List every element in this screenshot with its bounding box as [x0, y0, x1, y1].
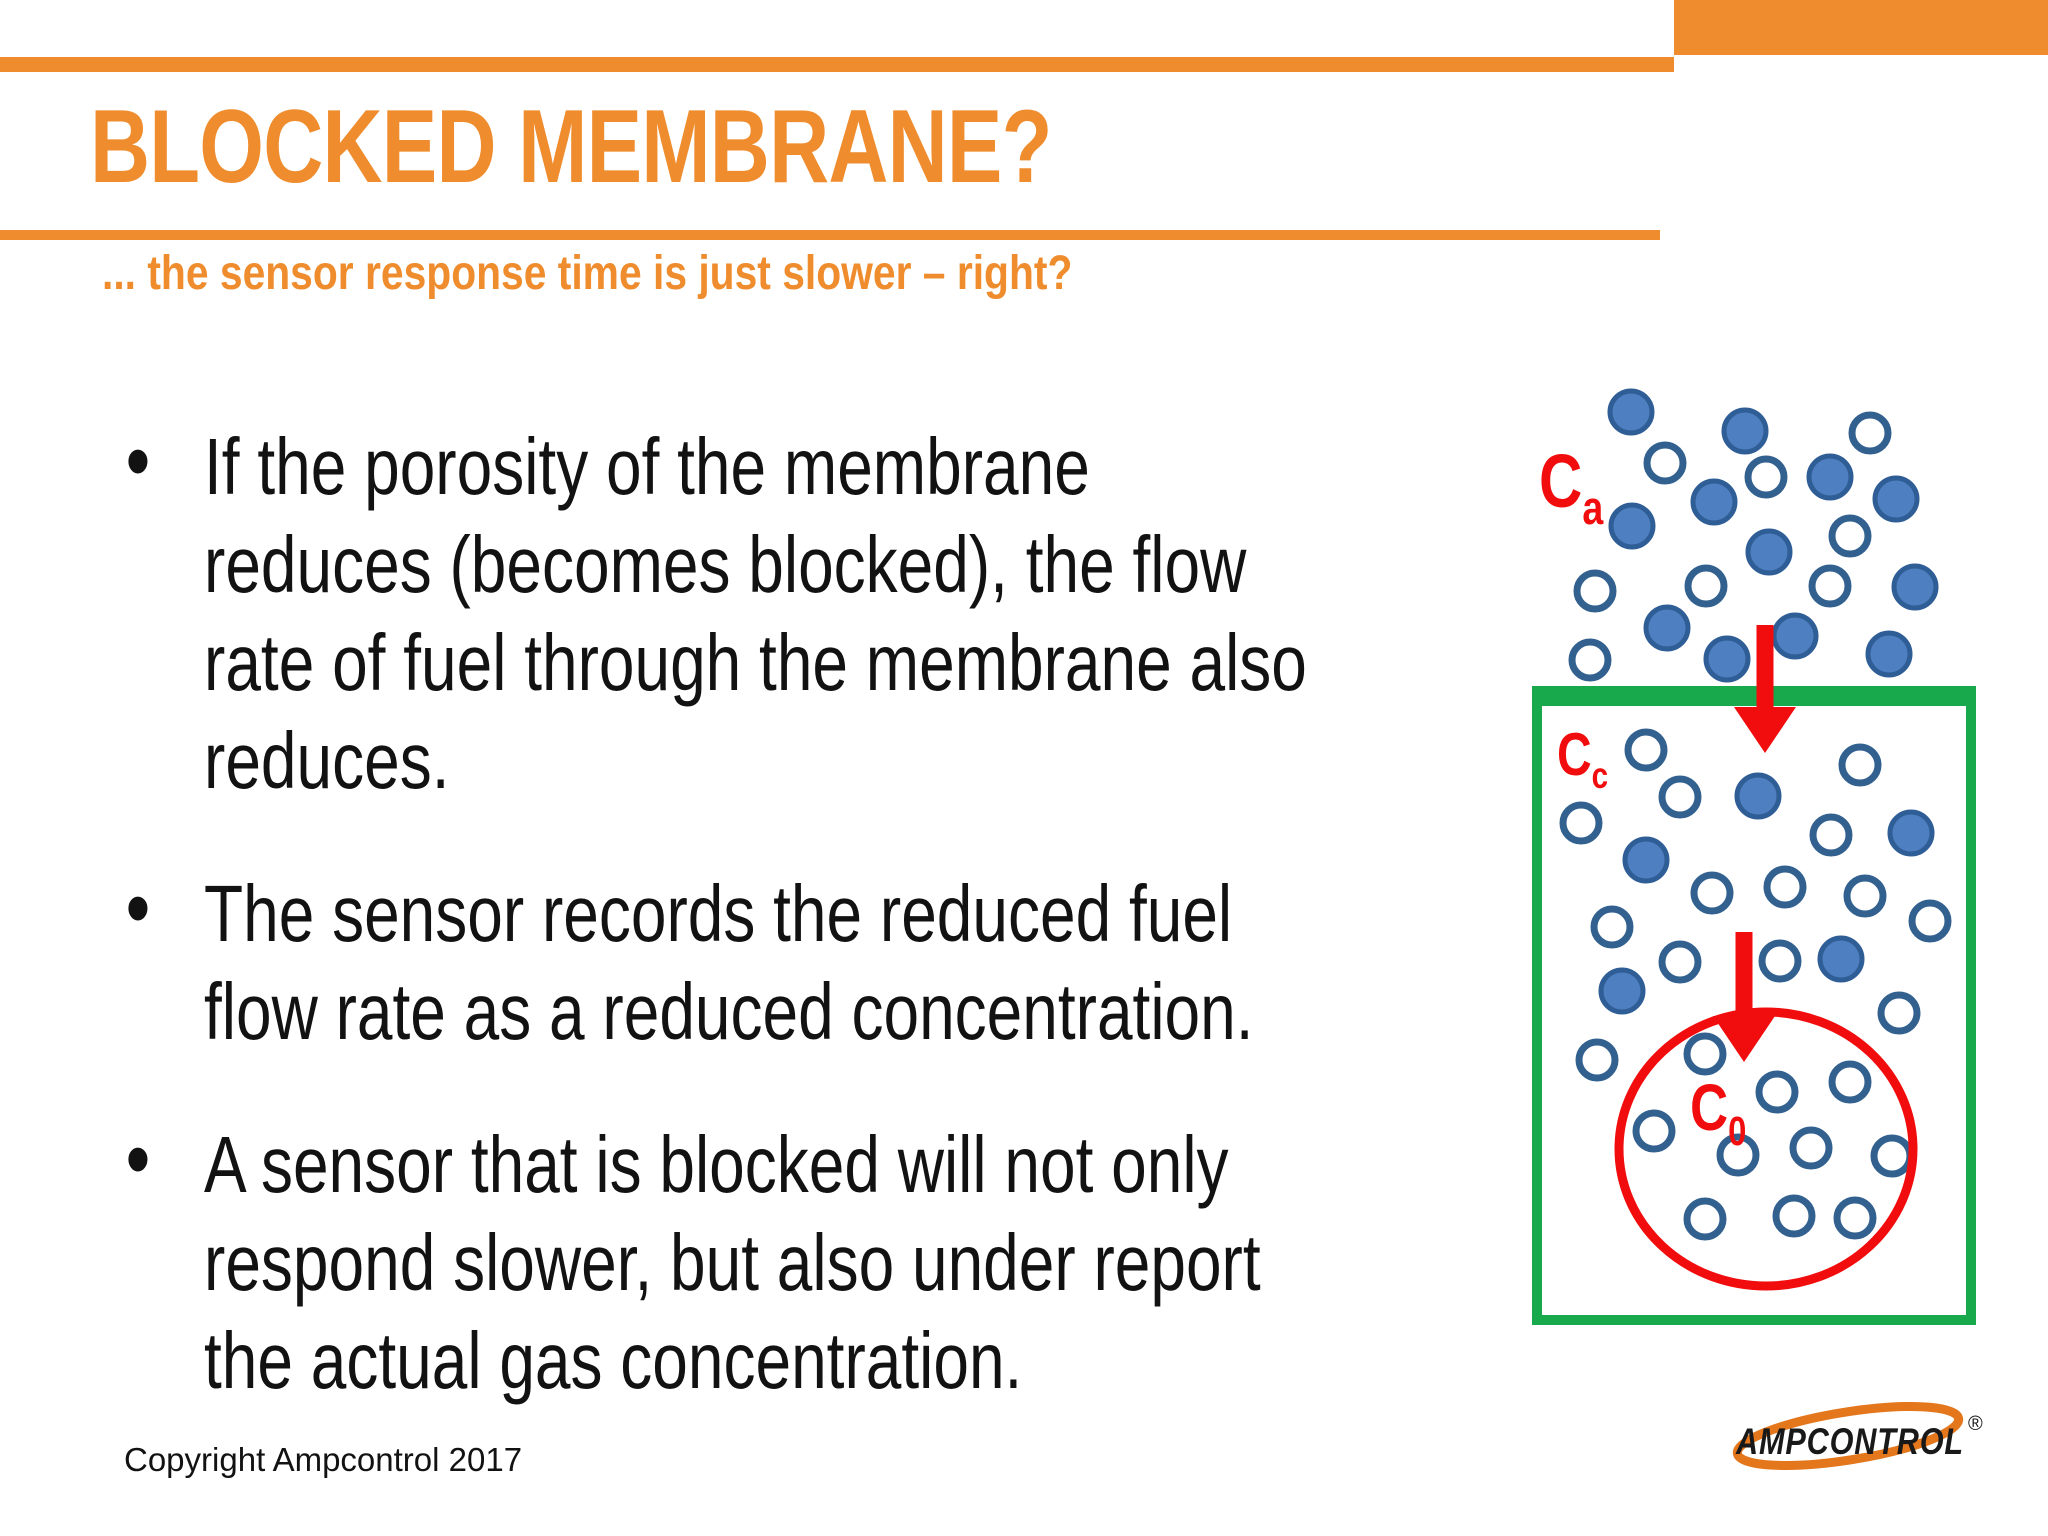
open-molecule-dot — [1772, 1194, 1816, 1238]
filled-molecule-dot — [1806, 453, 1854, 501]
top-accent-bar — [0, 57, 1674, 72]
bullet-marker: • — [125, 858, 151, 957]
filled-molecule-dot — [1598, 967, 1646, 1015]
filled-molecule-dot — [1643, 604, 1691, 652]
filled-molecule-dot — [1622, 836, 1670, 884]
label-ca: Ca — [1539, 441, 1604, 535]
open-molecule-dot — [1575, 1038, 1619, 1082]
filled-molecule-dot — [1690, 478, 1738, 526]
open-molecule-dot — [1908, 899, 1952, 943]
open-molecule-dot — [1755, 1070, 1799, 1114]
bullet-item: • If the porosity of the membrane reduce… — [108, 412, 1516, 810]
page-title: BLOCKED MEMBRANE? — [90, 89, 1052, 205]
page-subtitle: ... the sensor response time is just slo… — [102, 247, 1073, 300]
filled-molecule-dot — [1703, 635, 1751, 683]
logo-swoosh — [1732, 1402, 1964, 1470]
open-molecule-dot — [1758, 939, 1802, 983]
open-molecule-dot — [1833, 1196, 1877, 1240]
filled-molecule-dot — [1607, 388, 1655, 436]
open-molecule-dot — [1684, 564, 1728, 608]
open-molecule-dot — [1658, 775, 1702, 819]
copyright-text: Copyright Ampcontrol 2017 — [124, 1441, 523, 1478]
open-molecule-dot — [1716, 1133, 1760, 1177]
open-molecule-dot — [1763, 865, 1807, 909]
logo-text: AMPCONTROL — [1735, 1421, 1964, 1462]
filled-molecule-dot — [1887, 809, 1935, 857]
filled-molecule-dot — [1771, 612, 1819, 660]
open-molecule-dot — [1848, 411, 1892, 455]
open-molecule-dot — [1828, 514, 1872, 558]
filled-molecule-dot — [1608, 502, 1656, 550]
open-molecule-dot — [1559, 801, 1603, 845]
title-divider — [0, 230, 1660, 240]
bullet-item: • A sensor that is blocked will not only… — [108, 1110, 1516, 1410]
open-molecule-dot — [1843, 874, 1887, 918]
flow-arrow — [1734, 625, 1796, 753]
filled-molecule-dot — [1745, 528, 1793, 576]
filled-molecule-dot — [1734, 772, 1782, 820]
registered-mark: ® — [1968, 1413, 1983, 1435]
bullet-item: • The sensor records the reduced fuel fl… — [108, 859, 1516, 1061]
open-molecule-dot — [1870, 1134, 1914, 1178]
filled-molecule-dot — [1891, 563, 1939, 611]
open-molecule-dot — [1809, 813, 1853, 857]
filled-molecule-dot — [1872, 475, 1920, 523]
ampcontrol-logo: AMPCONTROL ® — [1732, 1402, 1983, 1470]
bullet-marker: • — [125, 411, 151, 510]
open-molecule-dot — [1828, 1060, 1872, 1104]
filled-molecule-dot — [1817, 935, 1865, 983]
open-molecule-dot — [1683, 1032, 1727, 1076]
open-molecule-dot — [1590, 905, 1634, 949]
bullet-text: If the porosity of the membrane reduces … — [204, 422, 1307, 805]
label-c0: C0 — [1690, 1070, 1746, 1153]
open-molecule-dot — [1658, 940, 1702, 984]
open-molecule-dot — [1573, 569, 1617, 613]
open-molecule-dot — [1632, 1109, 1676, 1153]
open-molecule-dot — [1643, 441, 1687, 485]
bullet-text: The sensor records the reduced fuel flow… — [204, 869, 1254, 1056]
open-molecule-dot — [1808, 564, 1852, 608]
bullet-text: A sensor that is blocked will not only r… — [204, 1120, 1261, 1405]
open-molecule-dot — [1877, 991, 1921, 1035]
open-molecule-dot — [1624, 728, 1668, 772]
label-cc: Cc — [1557, 721, 1608, 797]
open-molecule-dot — [1838, 743, 1882, 787]
flow-arrow — [1713, 932, 1775, 1062]
filled-molecule-dot — [1865, 630, 1913, 678]
open-molecule-dot — [1568, 638, 1612, 682]
bullet-marker: • — [125, 1109, 151, 1208]
corner-accent-block — [1674, 0, 2048, 55]
open-molecule-dot — [1744, 455, 1788, 499]
bullet-list: • If the porosity of the membrane reduce… — [108, 412, 1516, 1410]
membrane-line — [1532, 686, 1976, 706]
open-molecule-dot — [1690, 871, 1734, 915]
open-molecule-dot — [1789, 1126, 1833, 1170]
filled-molecule-dot — [1721, 407, 1769, 455]
open-molecule-dot — [1683, 1197, 1727, 1241]
sample-region-circle — [1614, 1007, 1918, 1291]
